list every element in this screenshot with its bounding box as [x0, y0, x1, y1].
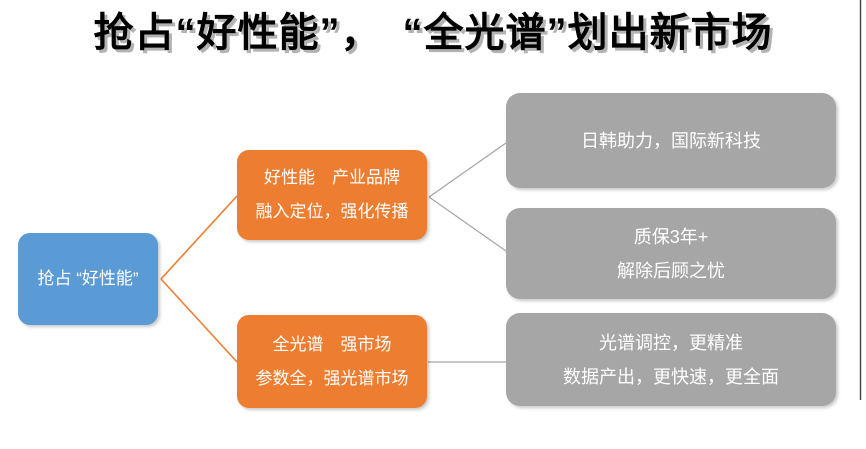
leaf-node-1-line1: 日韩助力，国际新科技 [581, 130, 761, 151]
branch-node-1: 好性能 产业品牌 融入定位，强化传播 [237, 150, 427, 240]
branch-node-2: 全光谱 强市场 参数全，强光谱市场 [237, 315, 427, 408]
root-node: 抢占 “好性能” [18, 233, 158, 325]
leaf-node-2-line1: 质保3年+ [633, 226, 709, 247]
leaf-node-2-line2: 解除后顾之忧 [617, 260, 725, 281]
branch-node-1-line2: 融入定位，强化传播 [255, 202, 409, 221]
leaf-node-3: 光谱调控，更精准 数据产出，更快速，更全面 [506, 313, 836, 406]
branch-node-2-line2: 参数全，强光谱市场 [255, 368, 409, 388]
leaf-node-1: 日韩助力，国际新科技 [506, 93, 836, 188]
leaf-node-3-line2: 数据产出，更快速，更全面 [563, 366, 779, 387]
connector-branch1-leaf1 [428, 142, 507, 198]
branch-node-2-line1: 全光谱 强市场 [272, 334, 392, 354]
connector-root-branch1 [160, 195, 238, 280]
root-node-label: 抢占 “好性能” [37, 269, 139, 288]
connector-branch1-leaf2 [428, 196, 507, 252]
slide-title: 抢占“好性能”， “全光谱”划出新市场 [93, 11, 773, 55]
connector-root-branch2 [160, 278, 238, 363]
leaf-node-3-line1: 光谱调控，更精准 [599, 332, 743, 353]
branch-node-1-line1: 好性能 产业品牌 [264, 168, 400, 187]
leaf-node-2: 质保3年+ 解除后顾之忧 [506, 208, 836, 299]
